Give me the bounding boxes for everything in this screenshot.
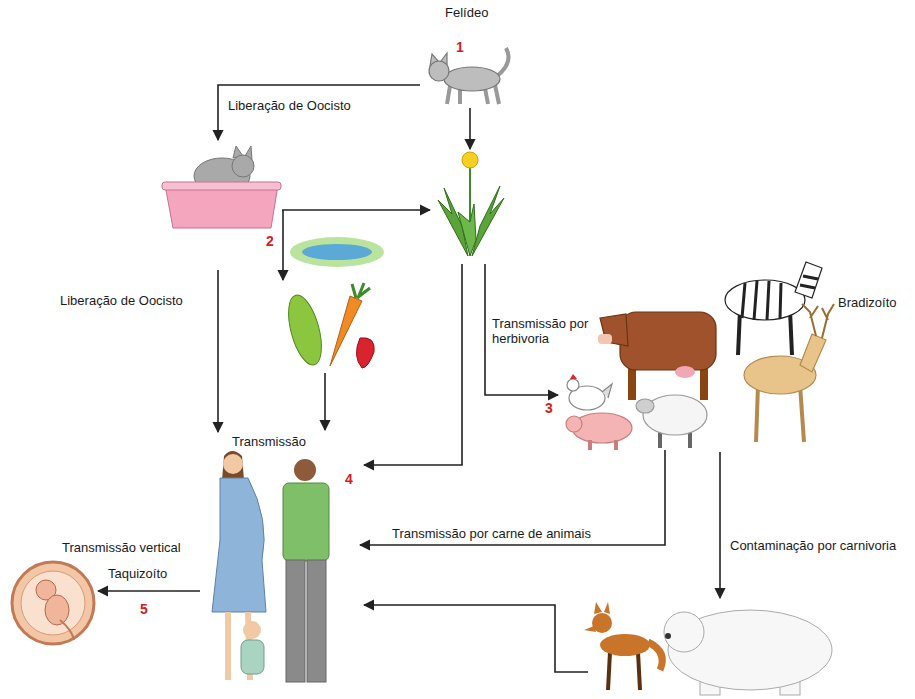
cat-node: Felídeo 1 [420,5,510,108]
sheep-illustration [636,395,707,448]
callout-number: 1 [456,40,464,55]
arrow-label: Transmissão por herbivoria [492,316,604,346]
edge-label: Transmissão vertical [62,540,181,555]
oocyst-source-node: 2 [160,140,380,270]
arrow-line [364,264,462,465]
connector-arrow [218,85,420,140]
woman-illustration [212,451,266,680]
arrow-line [469,108,471,149]
humans-illustration [212,451,329,682]
man-illustration [283,459,329,682]
callout-number: 4 [345,472,353,487]
arrow-line [364,605,588,672]
carnivores-illustration [584,602,832,695]
callout-number: 5 [140,602,148,617]
pig-illustration [566,413,632,450]
baby-illustration [241,621,264,674]
deer-illustration [744,304,834,442]
dandelion-illustration [438,152,504,256]
cow-illustration [598,312,716,400]
humans-node: Transmissão 4 [200,432,360,696]
chicken-illustration [567,374,612,410]
connector-arrow [360,450,665,545]
fetus-node: Taquizoíto5 [8,558,98,648]
arrow-label: Contaminação por carnivoria [730,538,896,553]
pond-illustration [290,237,384,267]
arrow-line [324,373,326,430]
arrow-line [282,210,284,280]
fox-illustration [584,602,662,690]
vegetables-illustration [282,283,374,368]
node-label: Transmissão [232,434,306,449]
herbivores-node: 3 Bradizoíto [540,255,912,450]
arrow-line [282,209,430,211]
callout-number: 2 [266,234,274,249]
callout-number: 3 [545,401,553,416]
cat-illustration [429,48,509,104]
edge-label: Liberação de Oocisto [60,293,183,308]
layout-arrows [282,108,720,672]
node-label: Bradizoíto [838,295,897,310]
fetus-illustration [12,562,94,644]
litter-box-illustration [162,146,281,228]
edge-label: Liberação de Oocisto [228,98,351,113]
node-label: Taquizoíto [108,566,167,581]
edge-label: Transmissão por carne de animais [392,526,591,541]
connector-arrow [217,270,219,432]
arrow-line [719,452,721,598]
node-label: Felídeo [445,5,488,20]
herbivores-illustration [566,262,834,450]
connector-arrow [98,590,200,592]
polar-bear-illustration [664,610,832,695]
